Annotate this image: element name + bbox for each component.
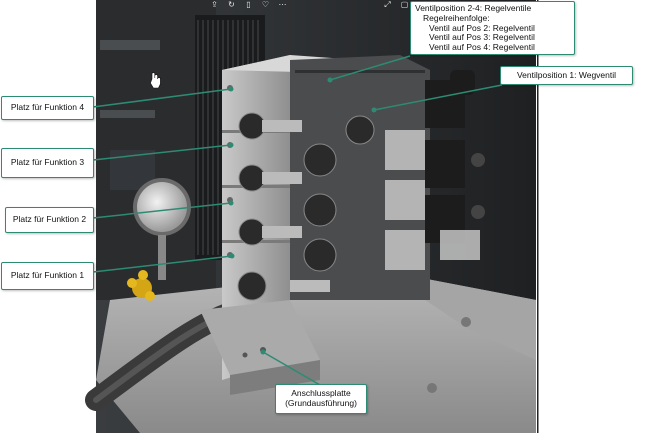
callout-funktion-2-label: Platz für Funktion 2 bbox=[12, 214, 87, 225]
trash-icon[interactable]: ▯ bbox=[246, 0, 251, 9]
expand-icon[interactable]: ⤢ bbox=[384, 0, 391, 9]
callout-anschlussplatte-line2: (Grundausführung) bbox=[285, 398, 357, 408]
leader-lines bbox=[92, 55, 503, 386]
valve-stack bbox=[200, 55, 360, 395]
fullscreen-icon[interactable]: ▢ bbox=[400, 0, 409, 9]
callout-wegventil-label: Ventilposition 1: Wegventil bbox=[516, 69, 617, 80]
valve-bodies bbox=[237, 55, 485, 301]
callout-funktion-1: Platz für Funktion 1 bbox=[1, 262, 94, 290]
viewer-toolbar-right: ⤢ ▢ bbox=[383, 0, 409, 10]
callout-wegventil: Ventilposition 1: Wegventil bbox=[500, 66, 633, 85]
callout-funktion-1-label: Platz für Funktion 1 bbox=[10, 270, 85, 281]
callout-funktion-3: Platz für Funktion 3 bbox=[1, 148, 94, 178]
callout-regelventile-title: Ventilposition 2-4: Regelventile bbox=[415, 3, 532, 13]
rotate-icon[interactable]: ↻ bbox=[228, 0, 235, 9]
callout-funktion-2: Platz für Funktion 2 bbox=[5, 207, 94, 233]
viewer-border bbox=[537, 0, 539, 433]
share-icon[interactable]: ⇪ bbox=[211, 0, 218, 9]
yellow-knob bbox=[127, 270, 155, 301]
callout-anschlussplatte: Anschlussplatte (Grundausführung) bbox=[275, 384, 367, 414]
heart-icon[interactable]: ♡ bbox=[261, 0, 270, 9]
callout-regelventile-line: Ventil auf Pos 3: Regelventil bbox=[429, 32, 535, 43]
pressure-gauge bbox=[133, 178, 191, 280]
more-icon[interactable]: ⋯ bbox=[278, 0, 287, 9]
callout-regelventile-line: Ventil auf Pos 4: Regelventil bbox=[429, 42, 535, 53]
callout-funktion-4-label: Platz für Funktion 4 bbox=[10, 102, 85, 113]
callout-funktion-4: Platz für Funktion 4 bbox=[1, 96, 94, 120]
callout-regelventile-line: Ventil auf Pos 2: Regelventil bbox=[429, 22, 535, 33]
hand-cursor-icon bbox=[150, 72, 161, 89]
callout-regelventile: Ventilposition 2-4: Regelventile Regelre… bbox=[410, 1, 575, 55]
callout-anschlussplatte-line1: Anschlussplatte bbox=[291, 388, 351, 399]
callout-funktion-3-label: Platz für Funktion 3 bbox=[10, 157, 85, 168]
callout-regelventile-subtitle: Regelreihenfolge: bbox=[423, 12, 490, 23]
viewer-toolbar: ⇪ ↻ ▯ ♡ ⋯ bbox=[210, 0, 287, 10]
